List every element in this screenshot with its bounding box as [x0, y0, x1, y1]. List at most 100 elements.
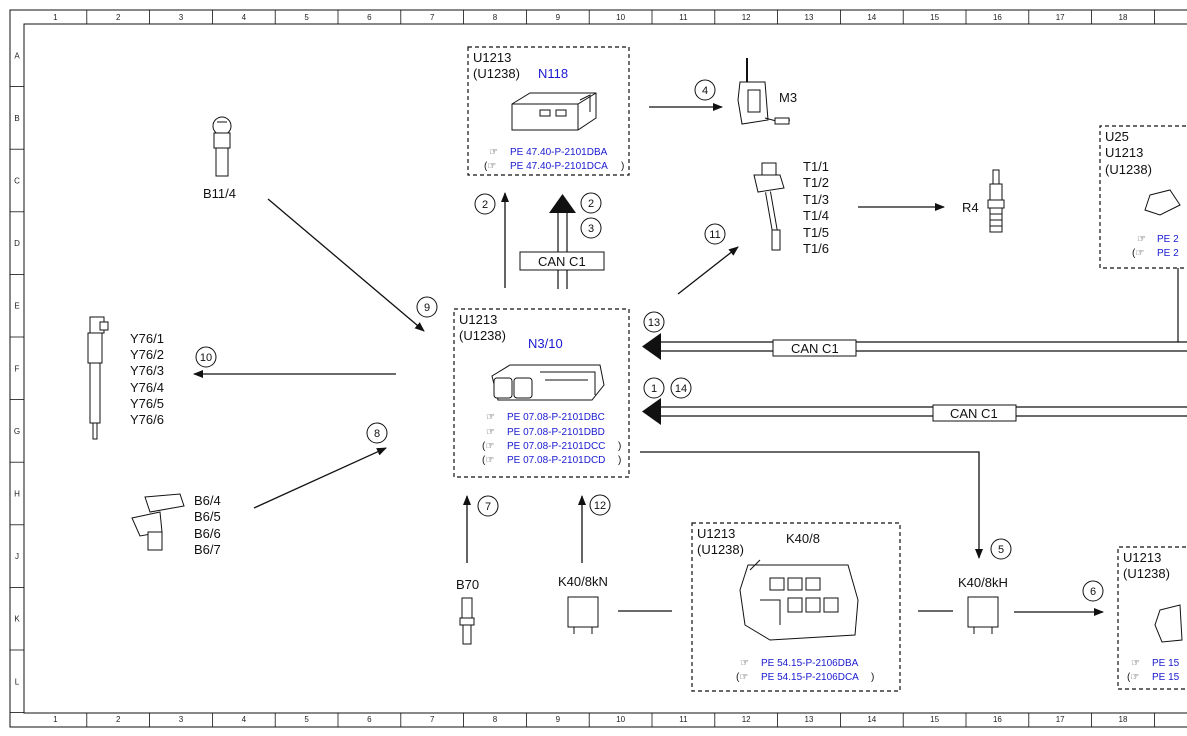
y76-3: Y76/3	[130, 363, 164, 378]
br-ref-2[interactable]: PE 15	[1152, 672, 1180, 683]
grid-row-label: A	[14, 51, 20, 60]
y76-4: Y76/4	[130, 380, 164, 395]
n118-code1: U1213	[473, 50, 511, 65]
component-r4[interactable]: R4	[962, 169, 1005, 233]
reference-hand-icon: ☞	[486, 427, 495, 438]
injector-icon	[87, 316, 109, 440]
component-b11-4[interactable]: B11/4	[203, 116, 236, 201]
grid-column-label: 14	[867, 13, 876, 22]
t1-1: T1/1	[803, 159, 829, 174]
svg-text:): )	[621, 161, 624, 172]
component-k40-8kh[interactable]: K40/8kH	[958, 575, 1008, 634]
callout-5[interactable]: 5	[990, 538, 1012, 560]
callout-13[interactable]: 13	[643, 311, 665, 333]
reference-hand-icon: ☞	[740, 658, 749, 669]
grid-column-label: 7	[430, 13, 435, 22]
t1-2: T1/2	[803, 175, 829, 190]
b6-5: B6/5	[194, 509, 221, 524]
u25-ref-1[interactable]: PE 2	[1157, 234, 1179, 245]
can-label-lower[interactable]: CAN C1	[932, 404, 1017, 422]
component-b6[interactable]: B6/4 B6/5 B6/6 B6/7	[131, 493, 221, 557]
n310-ref-2[interactable]: PE 07.08-P-2101DBD	[507, 427, 605, 438]
grid-column-label: 4	[242, 13, 247, 22]
module-u25[interactable]: U25 U1213 (U1238) ☞ PE 2 (☞ PE 2	[1099, 125, 1187, 269]
br-ref-1[interactable]: PE 15	[1152, 658, 1180, 669]
k408-ref-2[interactable]: PE 54.15-P-2106DCA	[761, 672, 859, 683]
component-icon	[1154, 604, 1183, 643]
n118-ref-1[interactable]: PE 47.40-P-2101DBA	[510, 147, 608, 158]
callout-1[interactable]: 1	[643, 377, 665, 399]
n310-ref-4[interactable]: PE 07.08-P-2101DCD	[507, 455, 605, 466]
grid-column-label: 11	[679, 715, 688, 724]
svg-text:): )	[871, 672, 874, 683]
grid-column-label: 9	[556, 715, 561, 724]
br-code1: U1213	[1123, 550, 1161, 565]
svg-text:13: 13	[648, 317, 660, 329]
grid-column-label: 3	[179, 715, 184, 724]
callout-8[interactable]: 8	[366, 422, 388, 444]
callout-14[interactable]: 14	[670, 377, 692, 399]
can-label-vertical[interactable]: CAN C1	[519, 251, 605, 271]
n118-name: N118	[538, 66, 568, 81]
fuel-pump-icon	[737, 58, 791, 125]
module-bottom-right[interactable]: U1213 (U1238) ☞ PE 15 (☞ PE 15	[1117, 546, 1187, 690]
callout-2a[interactable]: 2	[474, 193, 496, 215]
module-k40-8[interactable]: U1213 (U1238) K40/8 ☞ PE 54.15-P-2106DBA…	[691, 522, 901, 692]
grid-column-label: 1	[53, 13, 58, 22]
component-t1[interactable]: T1/1 T1/2 T1/3 T1/4 T1/5 T1/6	[753, 159, 829, 256]
callout-11[interactable]: 11	[704, 223, 726, 245]
grid-column-label: 15	[930, 13, 939, 22]
n310-name: N3/10	[528, 336, 563, 351]
can-bus-lower	[642, 398, 1187, 425]
grid-column-label: 18	[1119, 13, 1128, 22]
callout-3[interactable]: 3	[580, 217, 602, 239]
callout-7[interactable]: 7	[477, 495, 499, 517]
grid-column-label: 7	[430, 715, 435, 724]
b6-6: B6/6	[194, 526, 221, 541]
grid-column-label: 10	[616, 13, 625, 22]
callout-4[interactable]: 4	[694, 79, 716, 101]
n310-ref-1[interactable]: PE 07.08-P-2101DBC	[507, 412, 605, 423]
reference-hand-icon: ☞	[489, 147, 498, 158]
grid-column-label: 1	[53, 715, 58, 724]
component-k40-8kn[interactable]: K40/8kN	[558, 574, 608, 634]
grid-column-label: 11	[679, 13, 688, 22]
svg-text:5: 5	[998, 544, 1004, 556]
component-b70[interactable]: B70	[456, 577, 479, 645]
frame-inner	[23, 23, 1187, 714]
reference-hand-icon: (☞	[482, 441, 494, 452]
t1-4: T1/4	[803, 208, 829, 223]
n310-ref-3[interactable]: PE 07.08-P-2101DCC	[507, 441, 605, 452]
k408-code1: U1213	[697, 526, 735, 541]
coolant-temp-sensor-icon	[212, 116, 232, 177]
svg-text:CAN C1: CAN C1	[950, 406, 998, 421]
module-n3-10[interactable]: U1213 (U1238) N3/10 ☞ PE 07.08-P-2101DBC…	[453, 308, 630, 478]
grid-column-label: 13	[805, 13, 814, 22]
t1-6: T1/6	[803, 241, 829, 256]
callout-12[interactable]: 12	[589, 494, 611, 516]
reference-hand-icon: (☞	[736, 672, 748, 683]
grid-row-label: H	[14, 490, 20, 499]
u25-ref-2[interactable]: PE 2	[1157, 248, 1179, 259]
can-label-upper[interactable]: CAN C1	[772, 339, 857, 357]
y76-5: Y76/5	[130, 396, 164, 411]
frame-outer	[9, 9, 1187, 728]
grid-column-label: 12	[742, 13, 751, 22]
callout-2b[interactable]: 2	[580, 192, 602, 214]
camshaft-sensor-icon	[131, 493, 185, 551]
component-y76[interactable]: Y76/1 Y76/2 Y76/3 Y76/4 Y76/5 Y76/6	[87, 316, 164, 440]
component-m3[interactable]: M3	[737, 58, 797, 125]
n118-ref-2[interactable]: PE 47.40-P-2101DCA	[510, 161, 608, 172]
grid-column-label: 6	[367, 13, 372, 22]
callout-10[interactable]: 10	[195, 346, 217, 368]
callout-6[interactable]: 6	[1082, 580, 1104, 602]
module-n118[interactable]: U1213 (U1238) N118 ☞ PE 47.40-P-2101DBA …	[467, 46, 630, 176]
grid-row-label: G	[14, 427, 20, 436]
k408kh-label: K40/8kH	[958, 575, 1008, 590]
grid-row-label: K	[14, 615, 20, 624]
grid-row-label: E	[14, 302, 19, 311]
callout-9[interactable]: 9	[416, 296, 438, 318]
k408-ref-1[interactable]: PE 54.15-P-2106DBA	[761, 658, 859, 669]
svg-text:12: 12	[594, 500, 606, 512]
svg-text:): )	[618, 441, 621, 452]
